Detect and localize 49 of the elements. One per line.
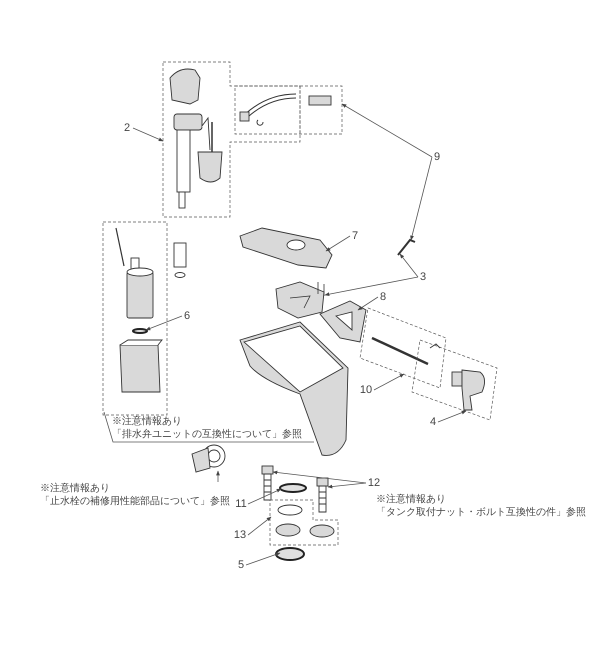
dashed-group-frame — [234, 86, 342, 134]
leader-line — [246, 552, 280, 566]
washer-drawing — [132, 328, 148, 334]
note-text: ※注意情報あり — [112, 415, 182, 428]
note-text: 「タンク取付ナット・ボルト互換性の件」参照 — [376, 506, 586, 519]
tube-drawing — [397, 238, 416, 256]
leader-line — [104, 412, 314, 442]
callout-number: 2 — [121, 121, 133, 135]
callout-number: 4 — [428, 415, 438, 429]
leader-line — [438, 410, 466, 422]
note-text: ※注意情報あり — [40, 482, 110, 495]
leader-line — [248, 488, 282, 504]
leader-line — [358, 296, 378, 310]
leader-line — [248, 516, 272, 536]
washer-drawing — [279, 483, 307, 493]
leader-line — [272, 470, 366, 484]
note-text: ※注意情報あり — [376, 493, 446, 506]
dashed-group-frame — [270, 500, 338, 546]
callout-number: 12 — [366, 476, 382, 490]
leader-line — [146, 316, 182, 330]
bolt-drawing — [316, 478, 328, 512]
leader-line — [342, 104, 432, 158]
leader-line — [216, 470, 220, 482]
bolt-drawing — [262, 466, 274, 500]
callout-number: 3 — [418, 270, 428, 284]
note-text: 「排水弁ユニットの互換性について」参照 — [112, 428, 302, 441]
callout-number: 11 — [234, 497, 248, 511]
handle-guide-drawing — [319, 300, 366, 343]
leader-line — [410, 156, 432, 240]
tank-lid-drawing — [239, 228, 333, 268]
leader-line — [328, 482, 366, 488]
leader-line — [326, 236, 350, 252]
leader-line — [132, 128, 164, 142]
lever-drawing — [276, 282, 324, 318]
leader-line — [400, 254, 418, 278]
washer-drawing — [275, 547, 305, 561]
callout-number: 5 — [236, 558, 246, 572]
callout-number: 10 — [358, 383, 374, 397]
callout-number: 8 — [378, 290, 388, 304]
callout-number: 6 — [182, 309, 192, 323]
leader-line — [374, 374, 404, 390]
callout-number: 7 — [350, 229, 360, 243]
note-text: 「止水栓の補修用性能部品について」参照 — [40, 495, 230, 508]
leader-line — [324, 276, 418, 296]
callout-number: 13 — [232, 528, 248, 542]
callout-number: 9 — [432, 150, 442, 164]
dashed-group-frame — [162, 62, 300, 218]
stop-valve-drawing — [191, 444, 226, 473]
dashed-group-frame — [102, 222, 168, 416]
